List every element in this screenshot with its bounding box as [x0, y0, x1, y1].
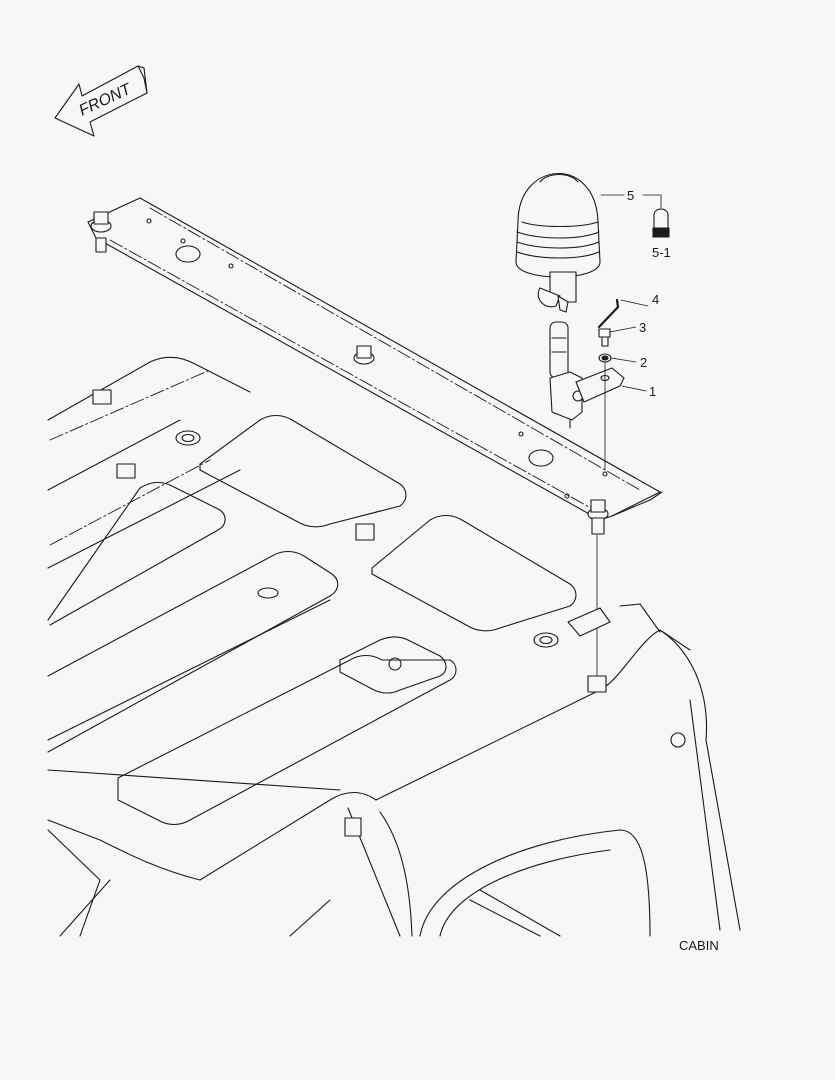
bolt-icon	[587, 499, 609, 535]
cabin-roof	[47, 356, 741, 937]
rubber-mount-icon	[355, 523, 375, 541]
mounting-plate	[87, 197, 663, 535]
beacon-lamp	[515, 173, 601, 429]
rubber-mount-icon	[587, 675, 607, 693]
bulb	[652, 208, 670, 238]
bolt-icon	[90, 211, 112, 253]
callout-leaders	[600, 194, 662, 392]
rubber-mount-icon	[344, 817, 362, 837]
rubber-mount-icon	[116, 463, 136, 479]
callout-5-1: 5-1	[652, 245, 671, 260]
callout-2: 2	[640, 355, 647, 370]
callout-1: 1	[649, 384, 656, 399]
callout-4: 4	[652, 292, 659, 307]
front-arrow-icon: FRONT	[54, 65, 148, 137]
grommet-icon	[175, 430, 201, 446]
callout-5: 5	[627, 188, 634, 203]
callout-3: 3	[639, 320, 646, 335]
grommet-icon	[533, 632, 559, 648]
bolt	[598, 328, 611, 347]
rubber-mount-icon	[92, 389, 112, 405]
diagram-title: CABIN	[679, 938, 719, 953]
bracket	[575, 367, 625, 403]
bolt-icon	[353, 345, 375, 365]
hex-key	[597, 298, 620, 329]
washer	[598, 353, 612, 363]
